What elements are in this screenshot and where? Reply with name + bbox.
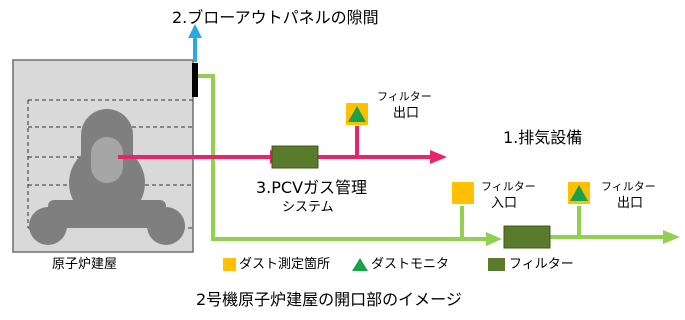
blowout-gap-label: 2.ブローアウトパネルの隙間 — [172, 8, 379, 27]
reactor-core — [91, 137, 123, 183]
blowout-arrow — [188, 24, 202, 62]
exhaust-filter — [503, 225, 551, 249]
dust-monitor-pcv — [346, 103, 368, 125]
legend-dust-monitor-label: ダストモニタ — [371, 257, 450, 272]
filter-outlet-top-label-2: 出口 — [393, 106, 420, 121]
dust-monitor-outlet — [568, 182, 590, 204]
legend-rect-icon — [488, 258, 505, 271]
filter-outlet-right-label-1: フィルター — [601, 180, 656, 193]
exhaust-facility-label: 1.排気設備 — [503, 128, 583, 147]
legend-dust-point-label: ダスト測定箇所 — [239, 257, 331, 272]
legend-triangle-icon — [352, 258, 368, 271]
leak-arrow-mid — [486, 232, 502, 246]
reactor-building-label: 原子炉建屋 — [52, 257, 118, 272]
filter-inlet-label-2: 入口 — [491, 196, 518, 211]
exhaust-path — [118, 126, 432, 159]
blowout-gap-marker — [192, 63, 198, 97]
diagram-caption: 2号機原子炉建屋の開口部のイメージ — [196, 290, 462, 309]
legend-square-icon — [223, 258, 236, 271]
leak-arrow-end — [663, 230, 680, 244]
filter-outlet-top-label-1: フィルター — [377, 90, 432, 103]
pcv-gas-system-label-1: 3.PCVガス管理 — [256, 178, 368, 197]
dust-point-inlet — [452, 182, 474, 204]
filter-outlet-right-label-2: 出口 — [617, 196, 644, 211]
exhaust-arrow-end — [430, 150, 447, 164]
legend-filter-label: フィルター — [509, 257, 574, 272]
filter-inlet-label-1: フィルター — [481, 180, 536, 193]
pcv-filter — [271, 145, 319, 169]
pcv-gas-system-label-2: システム — [282, 200, 334, 215]
